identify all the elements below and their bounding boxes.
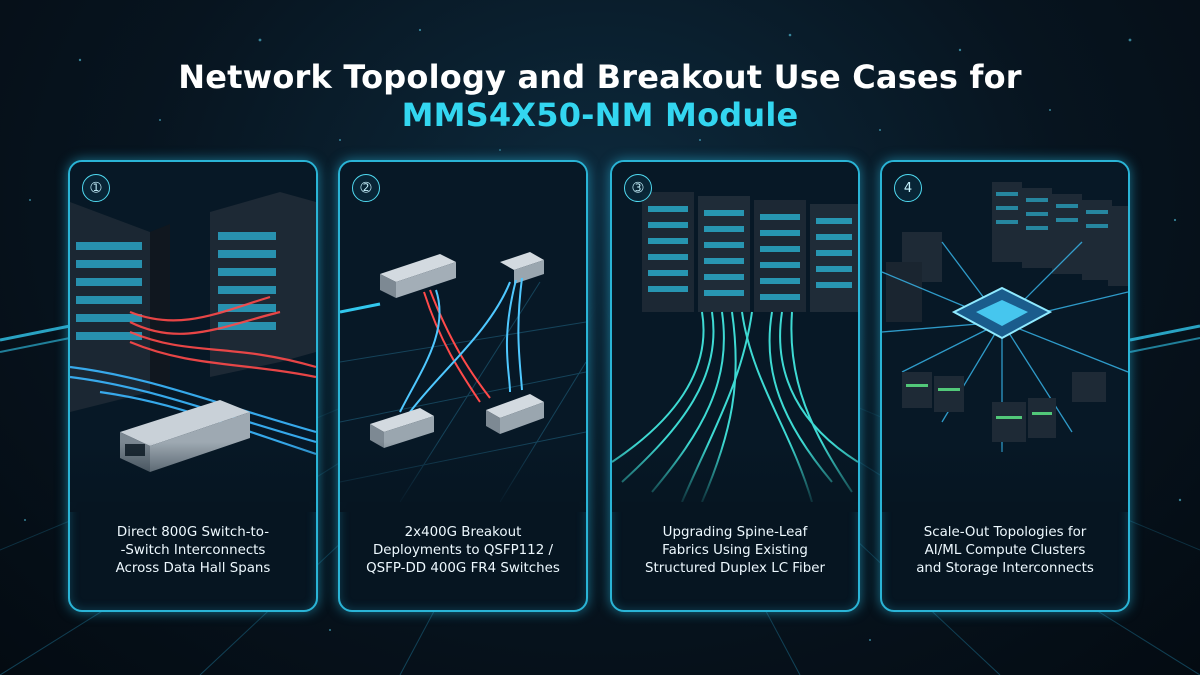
card-caption: Scale-Out Topologies for AI/ML Compute C… — [916, 525, 1094, 576]
use-case-card-2: ➁ 2x400G Breakout Deployments to QSFP112… — [338, 160, 588, 612]
page-title: Network Topology and Breakout Use Cases … — [178, 58, 1022, 96]
step-badge: ➀ — [82, 174, 110, 202]
page-subtitle: MMS4X50-NM Module — [401, 96, 799, 134]
spine-leaf-illustration — [612, 162, 858, 502]
use-case-card-1: ➀ Direct 800G Switch-to- -Switch Interco… — [68, 160, 318, 612]
card-caption: 2x400G Breakout Deployments to QSFP112 /… — [366, 525, 560, 576]
step-badge: ➁ — [352, 174, 380, 202]
step-badge: 4 — [894, 174, 922, 202]
step-badge: ➂ — [624, 174, 652, 202]
use-case-card-4: 4 Scale-Out Topologies for AI/ML Compute… — [880, 160, 1130, 612]
card-caption: Direct 800G Switch-to- -Switch Interconn… — [115, 525, 271, 576]
card-caption: Upgrading Spine-Leaf Fabrics Using Exist… — [644, 525, 825, 576]
use-case-card-3: ➂ Upgrading Spine-Leaf Fabrics Using Exi… — [610, 160, 860, 612]
